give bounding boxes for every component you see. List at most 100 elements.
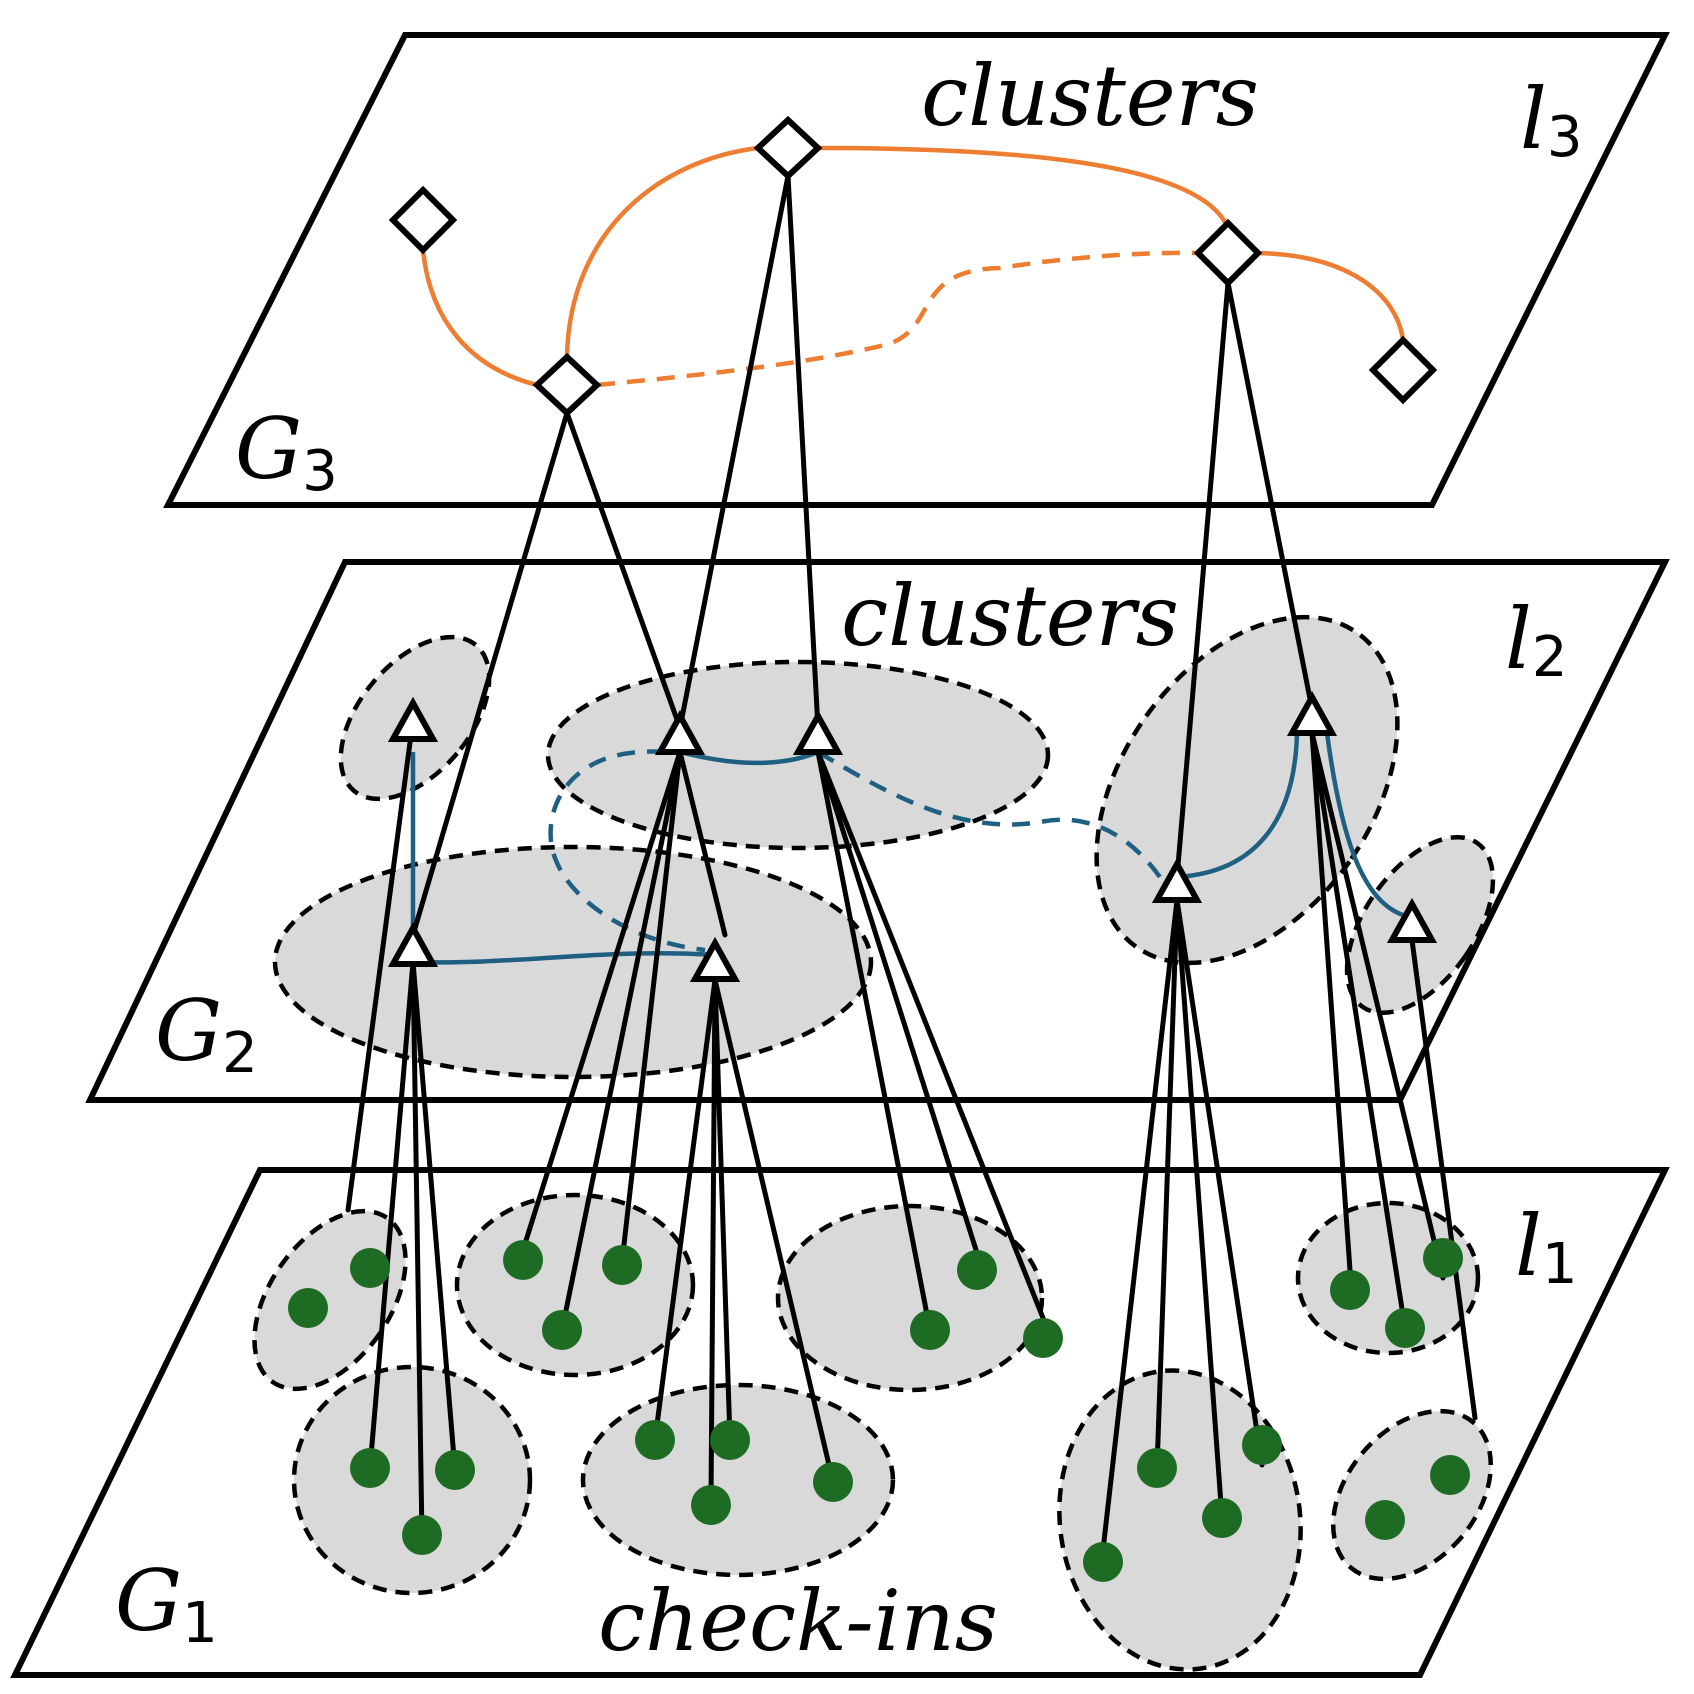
cluster-edge	[1176, 732, 1300, 880]
cluster-edge	[412, 951, 716, 965]
membership-link	[1225, 280, 1315, 712]
dot-node	[1330, 1270, 1370, 1310]
membership-link	[1309, 730, 1353, 1273]
membership-link	[1174, 280, 1231, 880]
diamond-node	[1193, 218, 1263, 288]
triangle-node	[1151, 857, 1203, 903]
triangle-node	[1386, 897, 1438, 943]
membership-link	[1409, 937, 1478, 1421]
layer-1-clusters	[252, 1192, 1494, 1672]
cluster-edge-dashed	[596, 250, 1199, 388]
layer-3-graph-label: G3	[235, 400, 338, 504]
diamond-node	[388, 185, 458, 255]
check-in-cluster	[291, 1364, 533, 1596]
dot-node	[1202, 1498, 1242, 1538]
layer-1-level-label: l1	[1515, 1197, 1578, 1297]
membership-link	[559, 749, 683, 1333]
cluster-edge	[564, 145, 759, 357]
triangle-node	[1286, 690, 1338, 736]
membership-link	[345, 717, 416, 1213]
membership-link	[815, 749, 980, 1256]
membership-link	[815, 749, 933, 1333]
layer-2-title: clusters	[841, 567, 1179, 665]
dot-node	[602, 1245, 642, 1285]
layer-3-edges	[420, 145, 1406, 388]
dot-node	[503, 1240, 543, 1280]
inter-layer-links	[345, 173, 1478, 1553]
membership-link	[367, 959, 416, 1471]
triangle-node	[387, 696, 439, 742]
layer-2-level-label: l2	[1505, 590, 1568, 690]
membership-link	[712, 977, 836, 1485]
layer-3-title: clusters	[921, 47, 1259, 145]
triangle-node	[654, 709, 706, 755]
check-in-cluster	[454, 1192, 696, 1378]
cluster-edge	[817, 145, 1231, 229]
diamond-node	[753, 115, 823, 181]
dot-node	[1423, 1238, 1463, 1278]
dot-node	[1023, 1318, 1063, 1358]
dot-node	[402, 1515, 442, 1555]
dot-node	[1385, 1308, 1425, 1348]
membership-link	[1100, 897, 1180, 1553]
diamond-node	[532, 352, 602, 418]
dot-node	[957, 1250, 997, 1290]
layer-3	[163, 32, 1670, 508]
dot-node	[1365, 1500, 1405, 1540]
dot-node	[691, 1485, 731, 1525]
membership-link	[708, 977, 718, 1503]
check-in-cluster	[1057, 1368, 1303, 1672]
cluster-edge	[1324, 732, 1404, 918]
cluster-edge-dashed	[548, 749, 706, 953]
layer-3-level-label: l3	[1520, 70, 1583, 170]
dot-node	[710, 1420, 750, 1460]
layer-3-plane	[163, 32, 1670, 508]
dot-node	[1430, 1455, 1470, 1495]
check-in-cluster	[1330, 1408, 1494, 1582]
layer-2-graph-label: G2	[155, 982, 258, 1086]
membership-link	[619, 749, 683, 1265]
cluster-edge	[1257, 250, 1406, 341]
membership-link	[520, 749, 683, 1253]
membership-link	[712, 977, 733, 1443]
dot-node	[435, 1450, 475, 1490]
layer-1-graph-label: G1	[115, 1552, 218, 1656]
dot-node	[288, 1288, 328, 1328]
membership-link	[815, 749, 1046, 1321]
cluster-edge	[679, 749, 819, 766]
membership-link	[785, 173, 821, 731]
triangle-node	[387, 921, 439, 967]
membership-link	[677, 173, 791, 731]
layer-1-title: check-ins	[598, 1572, 998, 1670]
membership-link	[1174, 897, 1225, 1521]
triangle-node	[792, 709, 844, 755]
membership-link	[1309, 730, 1408, 1331]
layer-1-nodes	[288, 1238, 1470, 1582]
membership-link	[1174, 897, 1265, 1468]
triangle-node	[689, 936, 741, 982]
membership-link	[410, 959, 458, 1473]
cluster-edge-dashed	[816, 750, 1164, 882]
membership-link	[1309, 730, 1446, 1281]
dot-node	[910, 1310, 950, 1350]
membership-link	[1154, 897, 1180, 1471]
layer-2-edges	[410, 732, 1404, 965]
membership-link	[677, 749, 728, 938]
dot-node	[1137, 1448, 1177, 1488]
cluster-region	[272, 844, 874, 1080]
diamond-node	[1368, 335, 1438, 405]
membership-link	[564, 410, 683, 731]
dot-node	[350, 1248, 390, 1288]
dot-node	[635, 1420, 675, 1460]
dot-node	[350, 1448, 390, 1488]
layer-2-nodes	[387, 690, 1438, 982]
dot-node	[1083, 1542, 1123, 1582]
membership-link	[410, 410, 570, 938]
layer-3-nodes	[388, 115, 1438, 418]
dot-node	[813, 1462, 853, 1502]
membership-link	[410, 959, 425, 1541]
membership-link	[652, 977, 718, 1443]
labels: clusters l3 G3 clusters l2 G2 check-ins …	[115, 47, 1583, 1670]
dot-node	[1242, 1425, 1282, 1465]
